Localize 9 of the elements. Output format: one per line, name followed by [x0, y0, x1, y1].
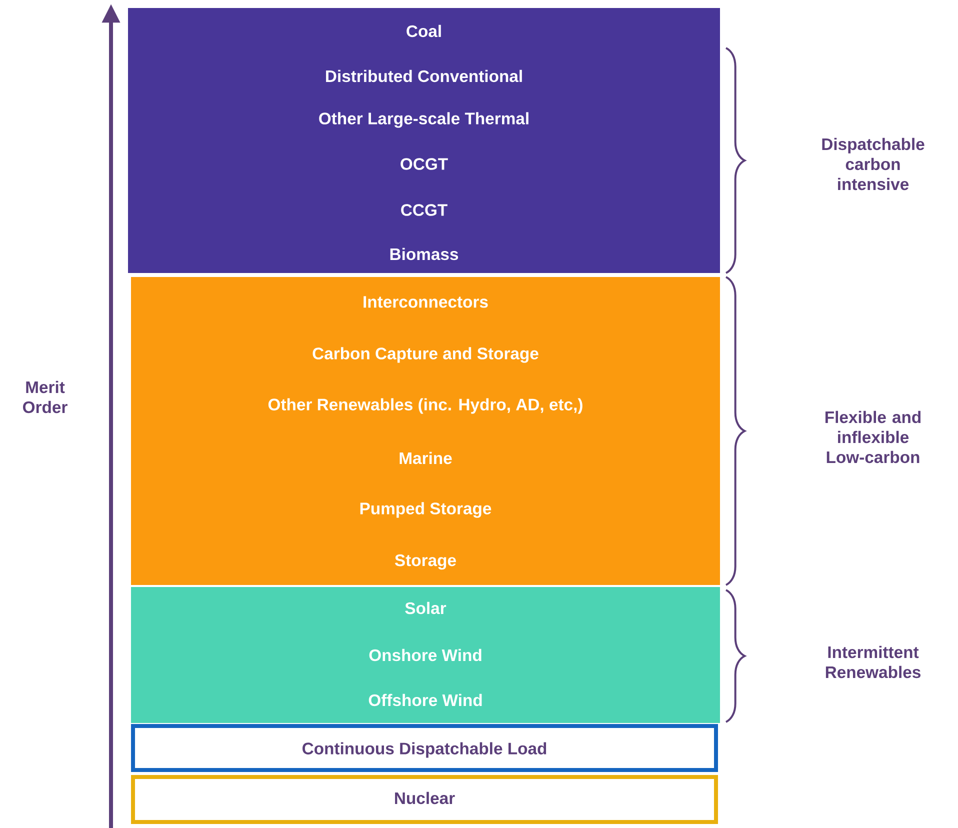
band: Continuous Dispatchable Load — [131, 724, 718, 772]
bracket-label: Intermittent Renewables — [826, 646, 920, 678]
bracket-label: Flexible and inflexible Low-carbon — [825, 410, 921, 464]
bracket-label: Dispatchable carbon intensive — [822, 138, 924, 190]
band: Coal Distributed Conventional Other Large-scale Thermal OCGT CCGT Biomass — [128, 8, 720, 273]
axis-label: Merit Order — [23, 380, 68, 414]
band: Solar Onshore Wind Offshore Wind — [131, 586, 720, 723]
band: Interconnectors Carbon Capture and Storage Other Renewables (inc. Hydro, AD, etc,) Marine Pumped Storage Storage — [131, 277, 720, 585]
band: Nuclear — [131, 774, 718, 824]
